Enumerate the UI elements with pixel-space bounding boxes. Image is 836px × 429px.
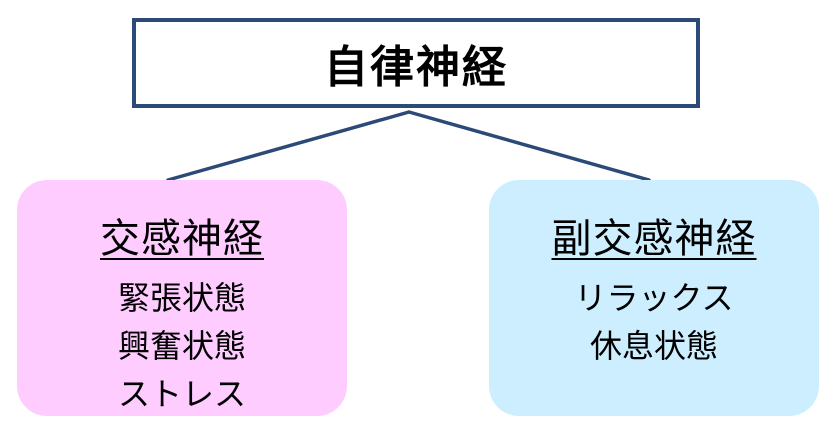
parasympathetic-item: 休息状態 [589, 327, 718, 365]
sympathetic-title: 交感神経 [100, 216, 264, 262]
connector-line-right [407, 110, 651, 182]
sympathetic-node: 交感神経 緊張状態 興奮状態 ストレス [17, 180, 347, 416]
root-title: 自律神経 [324, 42, 508, 93]
parasympathetic-item-list: リラックス 休息状態 [489, 274, 819, 370]
root-node: 自律神経 [132, 18, 700, 108]
sympathetic-item-list: 緊張状態 興奮状態 ストレス [17, 274, 347, 418]
sympathetic-item: 緊張状態 [117, 279, 246, 317]
parasympathetic-title: 副交感神経 [551, 216, 757, 262]
sympathetic-item: ストレス [117, 375, 246, 413]
sympathetic-item: 興奮状態 [117, 327, 246, 365]
connector-line-left [166, 110, 411, 182]
parasympathetic-node: 副交感神経 リラックス 休息状態 [489, 180, 819, 416]
parasympathetic-item: リラックス [574, 279, 734, 317]
